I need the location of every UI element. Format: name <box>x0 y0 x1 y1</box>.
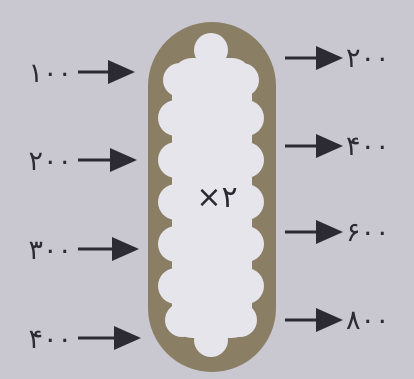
output-value: ۶۰۰ <box>346 219 390 246</box>
output-value: ۸۰۰ <box>346 307 390 334</box>
output-value: ۴۰۰ <box>346 133 390 160</box>
machine-operation-label: ×۲ <box>185 180 249 215</box>
input-value: ۱۰۰ <box>2 60 72 87</box>
input-value: ۴۰۰ <box>2 326 72 353</box>
input-value: ۳۰۰ <box>2 237 72 264</box>
output-value: ۲۰۰ <box>346 45 390 72</box>
input-value: ۲۰۰ <box>2 148 72 175</box>
